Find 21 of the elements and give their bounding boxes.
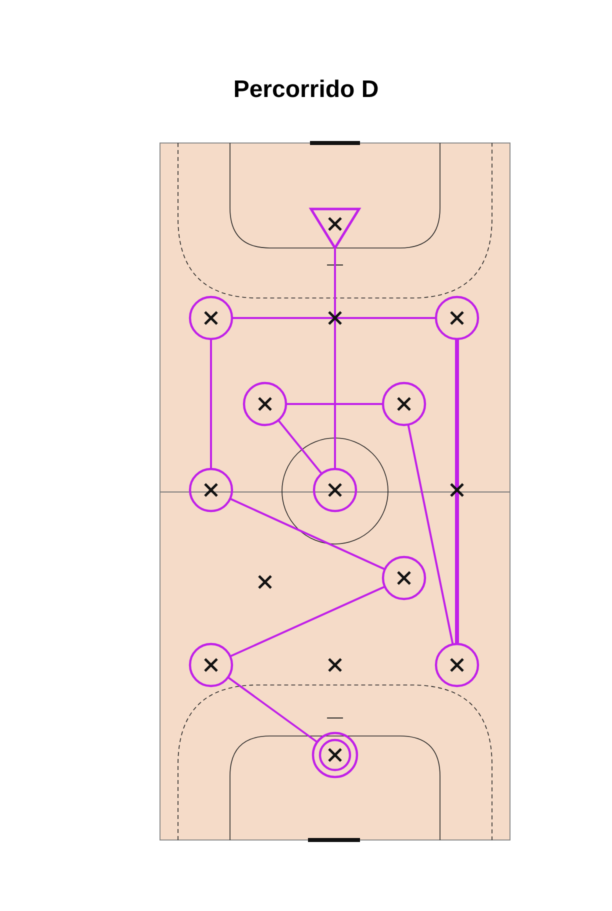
path-line: [278, 420, 322, 474]
path-line: [230, 498, 386, 570]
station-circle: [380, 554, 428, 602]
diagram-title: Percorrido D: [232, 76, 380, 104]
path-line: [232, 317, 436, 319]
station-circle: [433, 294, 481, 342]
station-circle: [433, 641, 481, 689]
station-circle: [187, 641, 235, 689]
path-line: [210, 339, 212, 469]
path-line: [407, 424, 454, 645]
station-circle: [311, 466, 359, 514]
finish-circle: [311, 731, 359, 779]
station-circle: [187, 466, 235, 514]
path-line: [334, 248, 336, 469]
path-line: [230, 586, 386, 658]
path-line: [227, 676, 317, 742]
station-circle: [187, 294, 235, 342]
station-circle: [380, 380, 428, 428]
path-line: [286, 403, 383, 405]
path-line: [455, 339, 459, 644]
station-circle: [241, 380, 289, 428]
